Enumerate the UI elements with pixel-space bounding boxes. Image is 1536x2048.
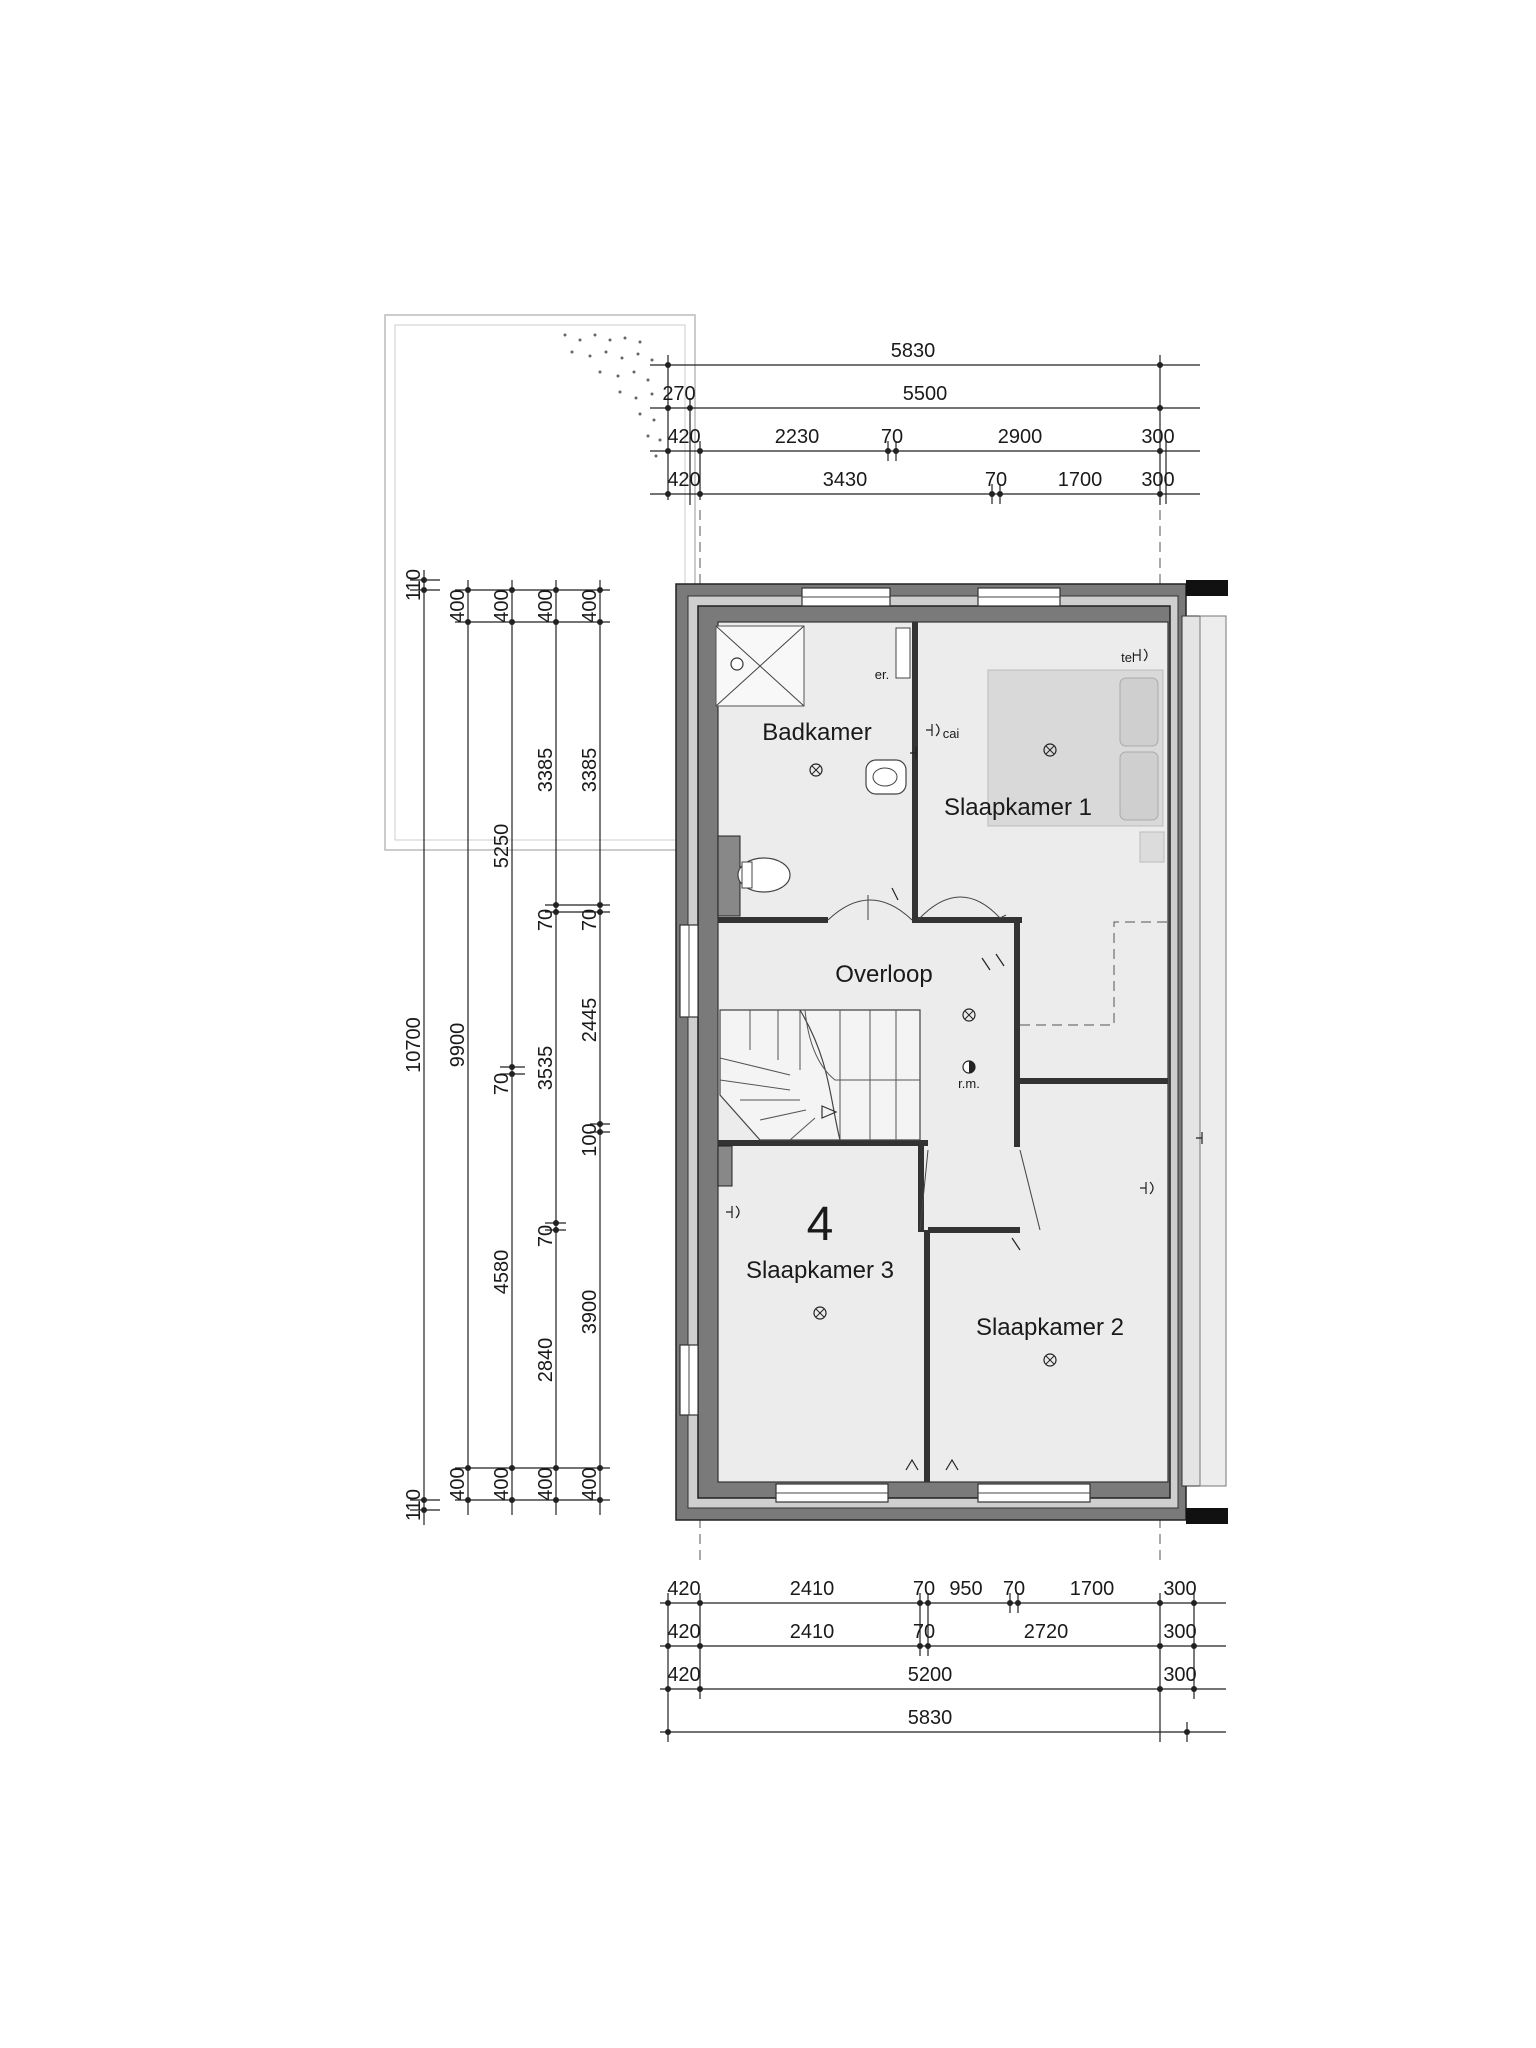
dim-top-r3-1: 2230 [775,426,820,448]
dim-top-r4-1: 3430 [823,469,868,491]
room-labels: Badkamer Slaapkamer 1 Overloop Slaapkame… [746,650,1135,1341]
dim-top-r4-4: 300 [1141,469,1174,491]
dim-bot-r1-5: 1700 [1070,1578,1115,1600]
dim-top-r3-4: 300 [1141,426,1174,448]
dim-bot-r2-1: 2410 [790,1621,835,1643]
outlet-symbols [726,648,1203,1471]
dim-left-c1-2: 110 [403,1489,425,1521]
dim-left-c1-1: 10700 [403,1017,425,1073]
bottom-windows [775,1483,1091,1503]
dim-top-r4-3: 1700 [1058,469,1103,491]
ceiling-lights [809,743,1057,1367]
interior-walls [717,622,1168,1482]
unit-number: 4 [807,1198,834,1251]
room-label-badkamer: Badkamer [762,719,871,746]
terrace-dot-hatch [563,333,662,458]
left-dimensions: 110 10700 110 400 9900 400 400 5250 70 4… [403,569,610,1525]
dim-top-r2-1: 5500 [903,383,948,405]
dim-left-c1-0: 110 [403,569,425,601]
bathroom-fixtures [715,625,911,893]
dim-left-c5-5: 3900 [579,1290,601,1335]
dim-left-c4-1: 3385 [535,748,557,793]
label-er: er. [875,667,889,682]
room-label-overloop: Overloop [835,961,932,988]
dim-top-r4-2: 70 [985,469,1007,491]
dim-top-r4-0: 420 [667,469,700,491]
dim-left-c4-5: 2840 [535,1338,557,1383]
dim-left-c2-0: 400 [447,589,469,622]
dim-left-c5-4: 100 [579,1123,601,1156]
light-overloop [962,1008,976,1022]
dim-left-c4-0: 400 [535,589,557,622]
dim-left-c5-1: 3385 [579,748,601,793]
dim-left-c3-4: 400 [491,1467,513,1500]
dim-top-r2-0: 270 [662,383,695,405]
dim-bot-r4-0: 5830 [908,1707,953,1729]
label-tel: tel [1121,650,1135,665]
dim-top-r3-2: 70 [881,426,903,448]
top-windows [801,587,1061,607]
top-dimensions: 5830 270 5500 420 2230 70 2900 300 420 3… [650,340,1200,505]
dim-left-c3-3: 4580 [491,1250,513,1295]
dim-top-r3-0: 420 [667,426,700,448]
dim-left-c5-3: 2445 [579,998,601,1043]
dim-left-c5-2: 70 [579,909,601,931]
terrace-outline [384,314,696,851]
room-label-slaapkamer2: Slaapkamer 2 [976,1314,1124,1341]
dim-bot-r3-1: 5200 [908,1664,953,1686]
dim-bot-r1-1: 2410 [790,1578,835,1600]
dim-bot-r2-0: 420 [667,1621,700,1643]
dim-left-c3-1: 5250 [491,824,513,869]
dim-left-c3-2: 70 [491,1073,513,1095]
dim-bot-r2-2: 70 [913,1621,935,1643]
left-windows [679,924,699,1416]
dim-top-r1-0: 5830 [891,340,936,362]
dim-top-r3-3: 2900 [998,426,1043,448]
doors [827,895,1041,1231]
room-label-slaapkamer1: Slaapkamer 1 [944,794,1092,821]
dim-left-c2-2: 400 [447,1467,469,1500]
staircase [719,1009,921,1141]
dim-bot-r1-6: 300 [1163,1578,1196,1600]
dim-left-c3-0: 400 [491,589,513,622]
dim-bot-r1-4: 70 [1003,1578,1025,1600]
dim-left-c4-6: 400 [535,1467,557,1500]
light-slaapkamer2 [1043,1353,1057,1367]
label-cai: cai [943,726,960,741]
dim-left-c4-3: 3535 [535,1046,557,1091]
dim-bot-r1-0: 420 [667,1578,700,1600]
dim-bot-r3-2: 300 [1163,1664,1196,1686]
dim-bot-r2-3: 2720 [1024,1621,1069,1643]
dim-left-c4-2: 70 [535,909,557,931]
light-slaapkamer1 [1043,743,1057,757]
room-label-slaapkamer3: Slaapkamer 3 [746,1257,894,1284]
dim-left-c2-1: 9900 [447,1023,469,1068]
dim-left-c5-6: 400 [579,1467,601,1500]
light-badkamer [809,763,823,777]
dim-bot-r2-4: 300 [1163,1621,1196,1643]
dim-bot-r1-3: 950 [949,1578,982,1600]
dim-left-c5-0: 400 [579,589,601,622]
light-slaapkamer3 [813,1306,827,1320]
label-rm: r.m. [958,1076,980,1091]
bed [987,669,1165,863]
smoke-detector-icon [962,1060,976,1074]
dashed-lines [1020,921,1168,1026]
dim-bot-r1-2: 70 [913,1578,935,1600]
bottom-dimensions: 420 2410 70 950 70 1700 300 420 2410 70 … [660,1578,1226,1742]
dim-bot-r3-0: 420 [667,1664,700,1686]
dim-left-c4-4: 70 [535,1225,557,1247]
